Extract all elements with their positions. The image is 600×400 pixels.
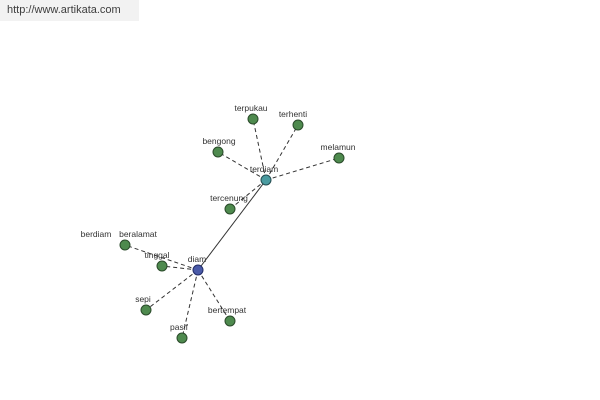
node-label-diam[interactable]: diam <box>188 254 206 264</box>
node-label-pasif[interactable]: pasif <box>170 322 189 332</box>
node-label-beralamat[interactable]: beralamat <box>119 229 157 239</box>
node-sepi[interactable] <box>140 304 152 316</box>
nodes-layer <box>119 113 345 344</box>
node-label-tinggal[interactable]: tinggal <box>144 250 169 260</box>
node-terhenti[interactable] <box>292 119 304 131</box>
edge-diam-tinggal <box>161 265 199 271</box>
node-bengong[interactable] <box>212 146 224 158</box>
node-label-melamun[interactable]: melamun <box>321 142 356 152</box>
edges-layer <box>124 118 340 339</box>
node-pasif[interactable] <box>176 332 188 344</box>
edge-terdiam-terhenti <box>265 124 299 181</box>
node-diam[interactable] <box>192 264 204 276</box>
edge-diam-terdiam <box>197 179 267 271</box>
node-terdiam[interactable] <box>260 174 272 186</box>
edge-diam-berdiam <box>124 244 199 271</box>
edge-terdiam-melamun <box>265 157 340 181</box>
edge-terdiam-bengong <box>217 151 267 181</box>
node-label-sepi[interactable]: sepi <box>135 294 151 304</box>
edge-diam-sepi <box>145 269 199 311</box>
node-melamun[interactable] <box>333 152 345 164</box>
source-url[interactable]: http://www.artikata.com <box>0 0 139 21</box>
labels-layer: diam terdiam terpukau terhenti bengong melamu… <box>81 103 356 332</box>
node-terpukau[interactable] <box>247 113 259 125</box>
node-label-terhenti[interactable]: terhenti <box>279 109 307 119</box>
node-berdiam[interactable] <box>119 239 131 251</box>
node-tercenung[interactable] <box>224 203 236 215</box>
node-label-terpukau[interactable]: terpukau <box>234 103 267 113</box>
edge-diam-pasif <box>181 269 199 339</box>
node-tinggal[interactable] <box>156 260 168 272</box>
node-label-terdiam[interactable]: terdiam <box>250 164 278 174</box>
node-label-berdiam[interactable]: berdiam <box>81 229 112 239</box>
edge-diam-bertempat <box>197 269 231 322</box>
edge-terdiam-terpukau <box>252 118 267 181</box>
node-label-bengong[interactable]: bengong <box>202 136 235 146</box>
edge-terdiam-tercenung <box>229 179 267 210</box>
node-bertempat[interactable] <box>224 315 236 327</box>
node-label-tercenung[interactable]: tercenung <box>210 193 248 203</box>
node-label-bertempat[interactable]: bertempat <box>208 305 247 315</box>
